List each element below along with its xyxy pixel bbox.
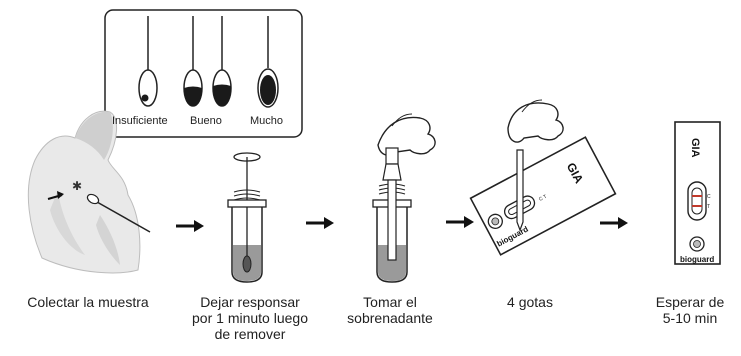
step-2-line-2: por 1 minuto luego — [192, 310, 308, 326]
step-5-caption: Esperar de 5-10 min — [640, 294, 740, 326]
marker-t: T — [707, 204, 710, 210]
step-1-line-1: Colectar la muestra — [27, 294, 149, 310]
step-1-caption: Colectar la muestra — [0, 294, 176, 310]
cassette-brand: bioguard — [680, 255, 714, 264]
step-2-caption: Dejar responsar por 1 minuto luego de re… — [180, 294, 320, 342]
step-2-line-1: Dejar responsar — [200, 294, 300, 310]
dog-illustration: ✱ — [27, 110, 151, 274]
step-4-caption: 4 gotas — [480, 294, 580, 310]
hand-dropping-cassette: C T GIA bioguard — [469, 99, 617, 256]
label-good: Bueno — [190, 115, 222, 127]
cassette-test-name: GIA — [689, 138, 701, 158]
marker-c: C — [707, 194, 711, 200]
label-much: Mucho — [250, 115, 284, 127]
step-3-line-2: sobrenadante — [347, 310, 433, 326]
step-3-line-1: Tomar el — [363, 294, 417, 310]
step-3-caption: Tomar el sobrenadante — [330, 294, 450, 326]
cassette-body — [469, 136, 617, 256]
hand-dropper-tube — [372, 113, 436, 283]
step-4-line-1: 4 gotas — [507, 294, 553, 310]
label-insufficient: Insuficiente — [112, 115, 168, 127]
arrow-4 — [600, 217, 628, 229]
swab-good-1 — [183, 16, 203, 107]
tube-with-swab — [227, 152, 267, 283]
step-5-line-1: Esperar de — [655, 294, 725, 310]
svg-text:✱: ✱ — [72, 179, 82, 193]
inset-frame — [104, 9, 303, 138]
swab-much — [257, 16, 279, 108]
arrow-1 — [176, 220, 204, 232]
step-5-line-2: 5-10 min — [662, 310, 718, 326]
arrow-2 — [306, 217, 334, 229]
sample-amount-inset — [104, 9, 303, 138]
svg-text:C T: C T — [538, 194, 548, 203]
swab-good-2 — [212, 16, 232, 107]
swab-insufficient — [138, 16, 158, 107]
arrow-3 — [446, 216, 474, 228]
result-cassette: C T GIA bioguard — [674, 121, 721, 265]
step-2-line-3: de remover — [214, 326, 286, 342]
